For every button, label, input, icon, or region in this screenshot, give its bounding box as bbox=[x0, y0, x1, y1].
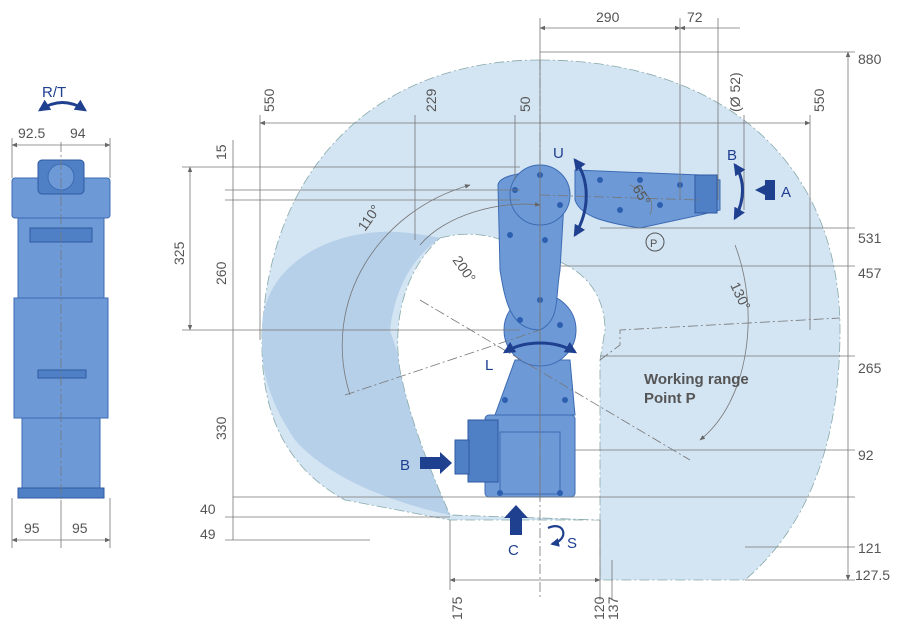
joint-labels: U B A L B C S bbox=[400, 145, 791, 559]
arrow-b-side bbox=[420, 452, 452, 474]
envelope-step bbox=[599, 317, 841, 361]
dim-330: 330 bbox=[213, 416, 229, 440]
arrow-c bbox=[504, 505, 528, 535]
dim-49: 49 bbox=[200, 526, 216, 542]
front-width-top-right: 94 bbox=[70, 125, 86, 141]
dim-50: 50 bbox=[517, 96, 533, 112]
joint-s: S bbox=[567, 535, 577, 552]
joint-arrows bbox=[420, 158, 775, 547]
base-connector bbox=[467, 419, 499, 483]
dim-diameter-52: (Ø 52) bbox=[727, 72, 743, 112]
dim-127-5: 127.5 bbox=[855, 567, 890, 583]
dim-260: 260 bbox=[213, 261, 229, 285]
robot-bolts bbox=[497, 172, 683, 496]
dim-880: 880 bbox=[858, 51, 882, 67]
dim-92: 92 bbox=[858, 447, 874, 463]
dim-137: 137 bbox=[605, 596, 621, 620]
envelope-inner-dark bbox=[262, 231, 450, 515]
dim-40: 40 bbox=[200, 501, 216, 517]
arrow-a bbox=[755, 180, 775, 200]
joint-a: A bbox=[781, 184, 791, 201]
point-p-letter: P bbox=[650, 238, 657, 250]
front-mid-window bbox=[37, 369, 87, 379]
dim-15: 15 bbox=[213, 144, 229, 160]
top-dimension-labels: 290 72 880 550 229 50 (Ø 52) 550 bbox=[261, 9, 882, 112]
dim-121: 121 bbox=[858, 540, 882, 556]
dim-531: 531 bbox=[858, 230, 882, 246]
dim-290: 290 bbox=[596, 9, 620, 25]
joint-c: C bbox=[508, 542, 519, 559]
dim-229: 229 bbox=[423, 88, 439, 112]
left-dimension-labels: 15 325 260 330 40 49 bbox=[171, 144, 229, 542]
front-dimension-lines bbox=[11, 99, 111, 548]
dim-457: 457 bbox=[858, 265, 882, 281]
joint-u: U bbox=[553, 145, 564, 162]
front-width-top-left: 92.5 bbox=[18, 125, 45, 141]
front-rotation-label: R/T bbox=[42, 84, 66, 101]
joint-b-side: B bbox=[400, 457, 410, 474]
front-view-labels: R/T 92.5 94 95 95 bbox=[18, 84, 88, 536]
point-p-marker: P bbox=[645, 232, 665, 252]
joint-l: L bbox=[485, 357, 493, 374]
dim-550-right: 550 bbox=[811, 88, 827, 112]
dim-120: 120 bbox=[591, 596, 607, 620]
dim-325: 325 bbox=[171, 241, 187, 265]
dim-550-left: 550 bbox=[261, 88, 277, 112]
bottom-dimension-labels: 175 120 137 bbox=[449, 596, 621, 620]
arrow-s bbox=[547, 525, 565, 547]
working-range-label: Working range bbox=[644, 371, 749, 388]
front-view-robot bbox=[11, 142, 111, 500]
side-dimension-lines bbox=[182, 18, 855, 600]
dim-72: 72 bbox=[687, 9, 703, 25]
robot-wrist-flange bbox=[694, 174, 718, 214]
point-p-label: Point P bbox=[644, 390, 696, 407]
base-plug bbox=[454, 439, 470, 475]
base-panel bbox=[499, 431, 561, 495]
front-width-bottom-right: 95 bbox=[72, 520, 88, 536]
dim-265: 265 bbox=[858, 360, 882, 376]
right-dimension-labels: 531 457 265 92 121 127.5 bbox=[855, 230, 890, 583]
dim-175: 175 bbox=[449, 596, 465, 620]
front-width-bottom-left: 95 bbox=[24, 520, 40, 536]
joint-b-top: B bbox=[727, 147, 737, 164]
side-view-robot bbox=[454, 164, 721, 498]
